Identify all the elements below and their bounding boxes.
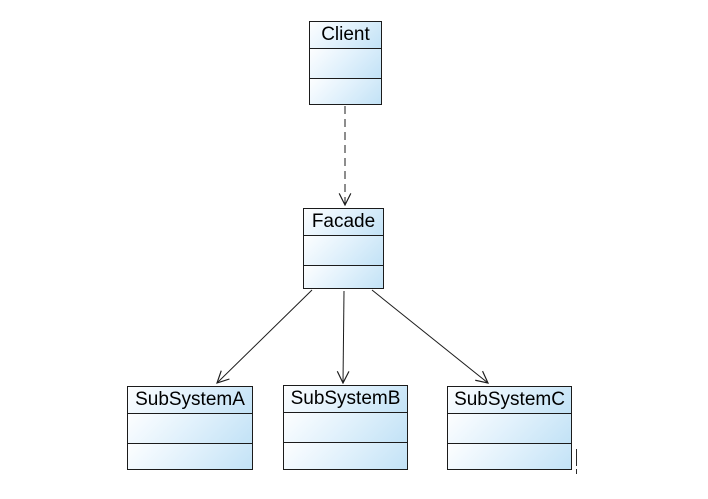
class-node-subsystem-b[interactable]: SubSystemB: [283, 385, 408, 470]
class-operations-facade: [304, 265, 383, 288]
class-operations-subsystem-a: [128, 443, 252, 469]
class-title-subsystem-a: SubSystemA: [128, 387, 252, 413]
edge-facade-to-subsystem-a[interactable]: [217, 289, 313, 383]
class-title-client: Client: [310, 22, 381, 48]
class-operations-client: [310, 78, 381, 104]
text-cursor-artifact: [576, 449, 578, 474]
edge-facade-to-subsystem-b[interactable]: [343, 290, 344, 383]
class-node-client[interactable]: Client: [309, 21, 382, 105]
edge-facade-to-subsystem-c[interactable]: [371, 289, 488, 383]
class-operations-subsystem-b: [284, 442, 407, 469]
class-attributes-client: [310, 48, 381, 78]
class-attributes-facade: [304, 235, 383, 265]
text-cursor-segment: [576, 469, 577, 474]
class-title-facade: Facade: [304, 209, 383, 235]
class-attributes-subsystem-a: [128, 413, 252, 443]
class-node-subsystem-c[interactable]: SubSystemC: [447, 386, 572, 470]
class-node-subsystem-a[interactable]: SubSystemA: [127, 386, 253, 470]
class-node-facade[interactable]: Facade: [303, 208, 384, 289]
text-cursor-segment: [576, 449, 577, 466]
class-title-subsystem-c: SubSystemC: [448, 387, 571, 413]
class-title-subsystem-b: SubSystemB: [284, 386, 407, 412]
class-attributes-subsystem-c: [448, 413, 571, 443]
class-attributes-subsystem-b: [284, 412, 407, 442]
class-operations-subsystem-c: [448, 443, 571, 469]
